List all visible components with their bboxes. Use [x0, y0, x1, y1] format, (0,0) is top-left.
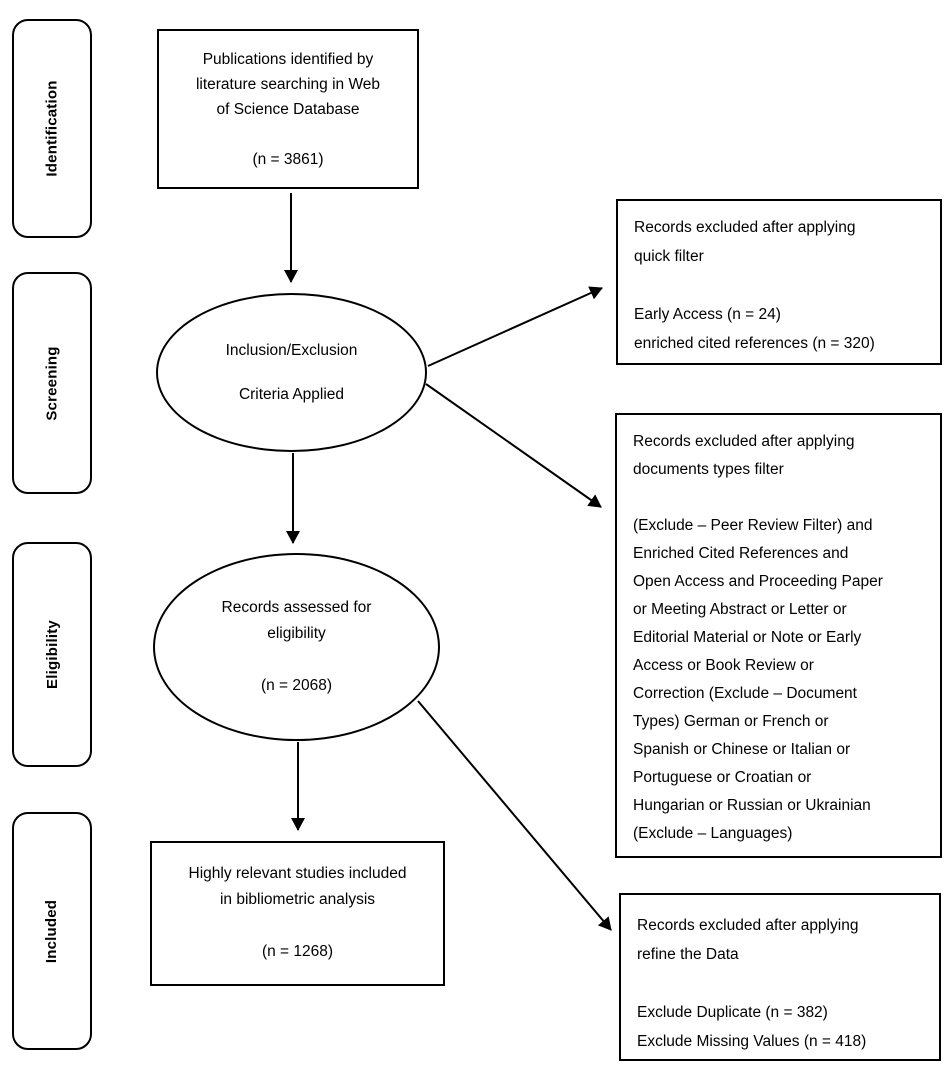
stage-screening-label: Screening [43, 345, 61, 421]
stage-included-label: Included [43, 899, 61, 963]
excluded-quick-filter-text: Records excluded after applying quick fi… [634, 219, 875, 352]
eligibility-ellipse: Records assessed for eligibility (n = 20… [153, 553, 440, 741]
excluded-document-types-box: Records excluded after applying document… [615, 413, 942, 858]
arrow-eligibility-to-refine-data [417, 700, 612, 931]
stage-identification-label: Identification [43, 80, 61, 177]
stage-screening: Screening [12, 272, 92, 494]
stage-eligibility: Eligibility [12, 542, 92, 767]
excluded-refine-data-text: Records excluded after applying refine t… [637, 917, 867, 1050]
stage-eligibility-label: Eligibility [43, 620, 61, 689]
arrow-criteria-to-document-types [425, 383, 602, 508]
criteria-ellipse: Inclusion/Exclusion Criteria Applied [156, 293, 427, 452]
identified-box-text: Publications identified by literature se… [195, 51, 381, 168]
included-box-text: Highly relevant studies included in bibl… [188, 865, 407, 960]
arrow-criteria-to-quick-filter [427, 286, 603, 367]
eligibility-ellipse-text: Records assessed for eligibility (n = 20… [221, 599, 372, 694]
excluded-refine-data-box: Records excluded after applying refine t… [619, 893, 941, 1061]
criteria-ellipse-text: Inclusion/Exclusion Criteria Applied [225, 341, 358, 403]
identified-box: Publications identified by literature se… [157, 29, 419, 189]
included-box: Highly relevant studies included in bibl… [150, 841, 445, 986]
excluded-quick-filter-box: Records excluded after applying quick fi… [616, 199, 942, 365]
excluded-document-types-text: Records excluded after applying document… [633, 433, 883, 842]
stage-included: Included [12, 812, 92, 1050]
stage-identification: Identification [12, 19, 92, 238]
